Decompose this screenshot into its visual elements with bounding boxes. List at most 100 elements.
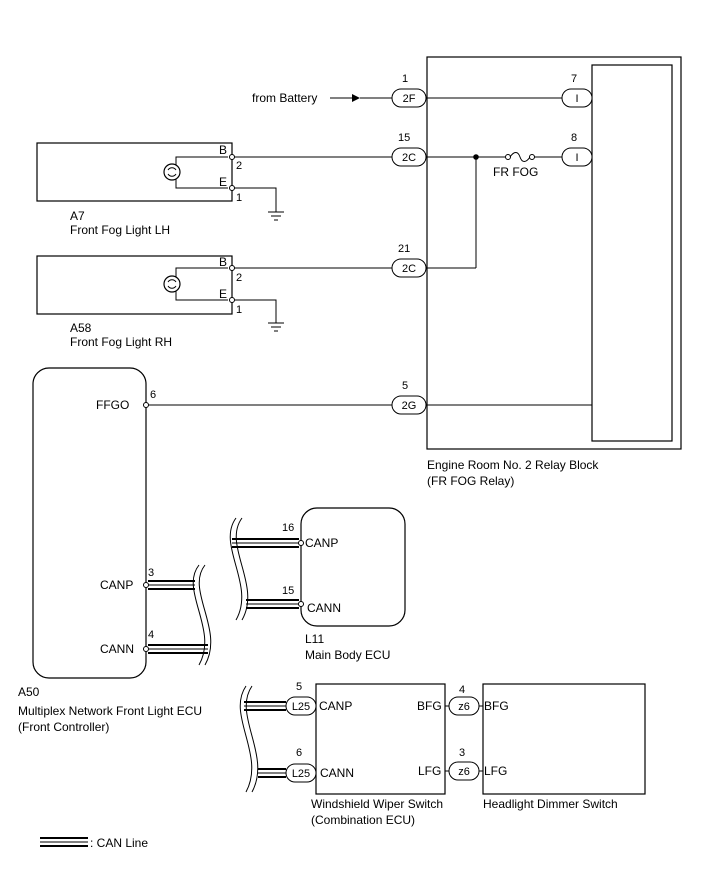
fog-lh-terminal-e bbox=[229, 185, 235, 191]
main-body-canp: CANP bbox=[305, 536, 338, 550]
connector-l25-cann bbox=[285, 763, 317, 783]
pin-2f: 1 bbox=[402, 73, 408, 85]
pin-2c-21: 21 bbox=[398, 243, 410, 255]
dimmer-lfg: LFG bbox=[484, 764, 507, 778]
can-line-wiper-cann bbox=[258, 768, 286, 778]
fog-lh-bulb-icon bbox=[163, 163, 181, 181]
front-ecu-sub: (Front Controller) bbox=[18, 720, 109, 734]
connector-2c-15-label: 2C bbox=[402, 152, 416, 164]
dimmer-bfg-pin: 4 bbox=[459, 684, 465, 696]
main-body-box bbox=[300, 507, 406, 627]
can-line-front-canp bbox=[148, 580, 195, 590]
wiper-canp: CANP bbox=[319, 699, 352, 713]
fog-lh-ground-icon bbox=[268, 211, 284, 221]
fog-lh-term-b: B bbox=[219, 143, 227, 157]
cut-line-main-body bbox=[229, 517, 243, 621]
main-body-terminal-cann bbox=[298, 601, 304, 607]
connector-z6-lfg-label: z6 bbox=[458, 766, 470, 778]
fog-rh-box bbox=[36, 255, 233, 315]
fog-rh-terminal-b bbox=[229, 265, 235, 271]
relay-block-sub: (FR FOG Relay) bbox=[427, 474, 514, 488]
connector-i8 bbox=[561, 147, 593, 167]
connector-2c-21-label: 2C bbox=[402, 263, 416, 275]
can-line-front-cann bbox=[148, 644, 208, 654]
dimmer-bfg: BFG bbox=[484, 699, 509, 713]
cut-line-front bbox=[198, 564, 212, 666]
connector-i7-label: I bbox=[575, 93, 578, 105]
legend-can-line: : CAN Line bbox=[90, 836, 148, 850]
battery-arrow-head bbox=[352, 94, 360, 102]
pin-2g: 5 bbox=[402, 380, 408, 392]
front-ecu-box bbox=[32, 367, 147, 679]
fuse-icon bbox=[509, 152, 531, 162]
relay-block-name: Engine Room No. 2 Relay Block bbox=[427, 458, 599, 472]
front-ecu-terminal-canp bbox=[143, 582, 149, 588]
front-ecu-name: Multiplex Network Front Light ECU bbox=[18, 704, 202, 718]
connector-l25-cann-label: L25 bbox=[292, 768, 310, 780]
fog-lh-term-e: E bbox=[219, 175, 227, 189]
fog-rh-pin-b: 2 bbox=[236, 272, 242, 284]
fog-rh-terminal-e bbox=[229, 297, 235, 303]
main-body-code: L11 bbox=[305, 632, 324, 646]
wiper-bfg: BFG bbox=[417, 699, 442, 713]
connector-2g-label: 2G bbox=[402, 400, 417, 412]
fog-lh-pin-b: 2 bbox=[236, 160, 242, 172]
connector-l25-canp bbox=[285, 696, 317, 716]
front-ecu-cann-pin: 4 bbox=[148, 629, 154, 641]
fog-rh-bulb-icon bbox=[163, 275, 181, 293]
cut-line-wiper bbox=[239, 685, 253, 793]
connector-i8-label: I bbox=[575, 152, 578, 164]
fog-rh-filament bbox=[167, 279, 177, 289]
fog-rh-pin-e: 1 bbox=[236, 304, 242, 316]
pin-i8: 8 bbox=[571, 132, 577, 144]
fog-rh-code: A58 bbox=[70, 321, 92, 335]
main-body-canp-pin: 16 bbox=[282, 522, 294, 534]
main-body-cann: CANN bbox=[307, 601, 341, 615]
relay-inner-box bbox=[591, 64, 673, 442]
wiper-cann: CANN bbox=[320, 766, 354, 780]
wiper-sub: (Combination ECU) bbox=[311, 813, 415, 827]
wiper-name: Windshield Wiper Switch bbox=[311, 797, 443, 811]
dimmer-lfg-pin: 3 bbox=[459, 747, 465, 759]
front-ecu-ffgo-pin: 6 bbox=[150, 389, 156, 401]
connector-z6-bfg-label: z6 bbox=[458, 701, 470, 713]
main-body-cann-pin: 15 bbox=[282, 585, 294, 597]
connector-l25-canp-label: L25 bbox=[292, 701, 310, 713]
fuse-terminal-left bbox=[505, 154, 511, 160]
fog-lh-code: A7 bbox=[70, 209, 85, 223]
fog-lh-filament bbox=[167, 167, 177, 177]
front-ecu-code: A50 bbox=[18, 685, 40, 699]
front-ecu-terminal-cann bbox=[143, 646, 149, 652]
can-line-wiper-canp bbox=[244, 701, 286, 711]
fog-lh-terminal-b bbox=[229, 154, 235, 160]
pin-2c-15: 15 bbox=[398, 132, 410, 144]
fog-lh-box bbox=[36, 142, 233, 202]
connector-2f-label: 2F bbox=[403, 93, 416, 105]
wiper-box bbox=[315, 683, 446, 795]
connector-i7 bbox=[561, 88, 593, 108]
front-ecu-ffgo: FFGO bbox=[96, 398, 129, 412]
wire-fog-rh-ground bbox=[234, 299, 277, 323]
main-body-terminal-canp bbox=[298, 540, 304, 546]
battery-label: from Battery bbox=[252, 91, 317, 105]
fuse-label: FR FOG bbox=[493, 165, 538, 179]
relay-block-box bbox=[426, 56, 682, 450]
pin-i7: 7 bbox=[571, 73, 577, 85]
fog-rh-name: Front Fog Light RH bbox=[70, 335, 172, 349]
wiper-cann-pin: 6 bbox=[296, 747, 302, 759]
fuse-terminal-right bbox=[529, 154, 535, 160]
fog-lh-name: Front Fog Light LH bbox=[70, 223, 170, 237]
wiper-lfg: LFG bbox=[418, 764, 441, 778]
cut-line-front-2 bbox=[192, 564, 206, 666]
cut-line-main-body-2 bbox=[235, 517, 249, 621]
front-ecu-cann: CANN bbox=[100, 642, 134, 656]
fog-rh-term-b: B bbox=[219, 255, 227, 269]
fog-rh-term-e: E bbox=[219, 287, 227, 301]
can-line-main-canp bbox=[232, 538, 299, 548]
fog-rh-ground-icon bbox=[268, 322, 284, 332]
wiper-canp-pin: 5 bbox=[296, 681, 302, 693]
main-body-name: Main Body ECU bbox=[305, 648, 390, 662]
dimmer-name: Headlight Dimmer Switch bbox=[483, 797, 618, 811]
front-ecu-canp-pin: 3 bbox=[148, 567, 154, 579]
